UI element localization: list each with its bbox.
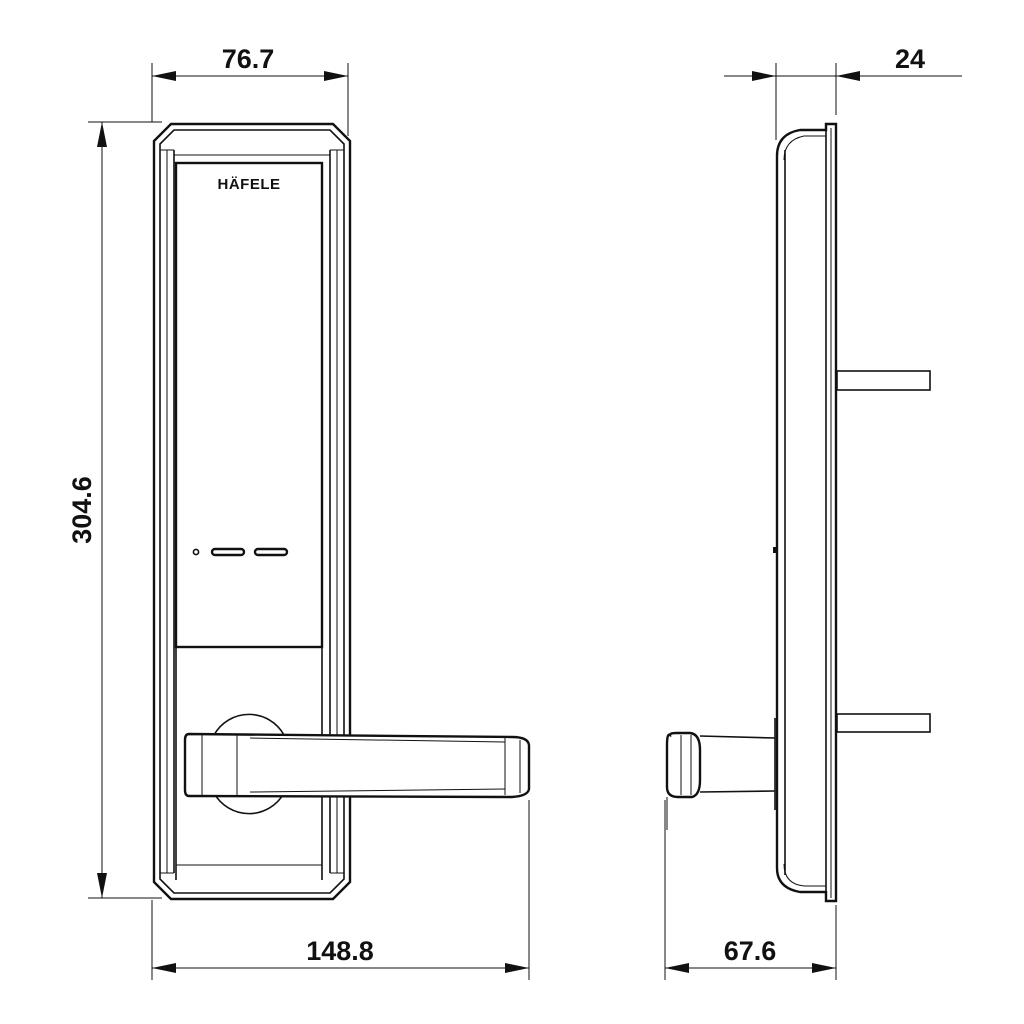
- arrow-left-icon: [152, 963, 176, 973]
- side-body-outline: [775, 122, 838, 903]
- arrow-up-icon: [97, 122, 107, 147]
- dim-label-height: 304.6: [67, 476, 97, 544]
- front-body-inner-outline: [159, 129, 345, 894]
- front-body-outline: [152, 122, 352, 901]
- dim-label-overall-width: 148.8: [306, 936, 374, 966]
- front-view: HÄFELE 76.7: [67, 44, 531, 980]
- dimension-top-depth: 24: [724, 44, 962, 140]
- lever-handle-side: [665, 718, 776, 830]
- card-slot-right: [253, 547, 289, 557]
- dim-label-overall-depth: 67.6: [724, 936, 777, 966]
- mounting-bolt-upper: [836, 370, 931, 391]
- arrow-right-icon: [324, 71, 348, 81]
- brand-logo: HÄFELE: [218, 176, 281, 193]
- dimension-top-width: 76.7: [151, 44, 349, 136]
- indicator-led-icon: [192, 548, 200, 556]
- side-view: 24 67.6: [664, 44, 962, 980]
- arrow-right-icon: [752, 71, 776, 81]
- mounting-bolt-lower: [836, 713, 931, 733]
- arrow-right-icon: [505, 963, 529, 973]
- dimension-height: 304.6: [67, 121, 162, 899]
- arrow-left-icon: [665, 963, 689, 973]
- arrow-right-icon: [812, 963, 836, 973]
- glass-panel: [174, 161, 324, 649]
- dim-label-top-depth: 24: [895, 44, 925, 74]
- arrow-left-icon: [836, 71, 860, 81]
- card-slot-left: [210, 547, 246, 557]
- arrow-down-icon: [97, 873, 107, 898]
- side-button-icon: [773, 547, 776, 553]
- dim-label-top-width: 76.7: [222, 44, 275, 74]
- dimension-overall-width: 148.8: [151, 800, 530, 980]
- rosette-top: [213, 713, 285, 736]
- arrow-left-icon: [152, 71, 176, 81]
- lever-handle: [183, 732, 531, 799]
- dimension-overall-depth: 67.6: [664, 800, 837, 980]
- rosette-bottom: [213, 792, 285, 815]
